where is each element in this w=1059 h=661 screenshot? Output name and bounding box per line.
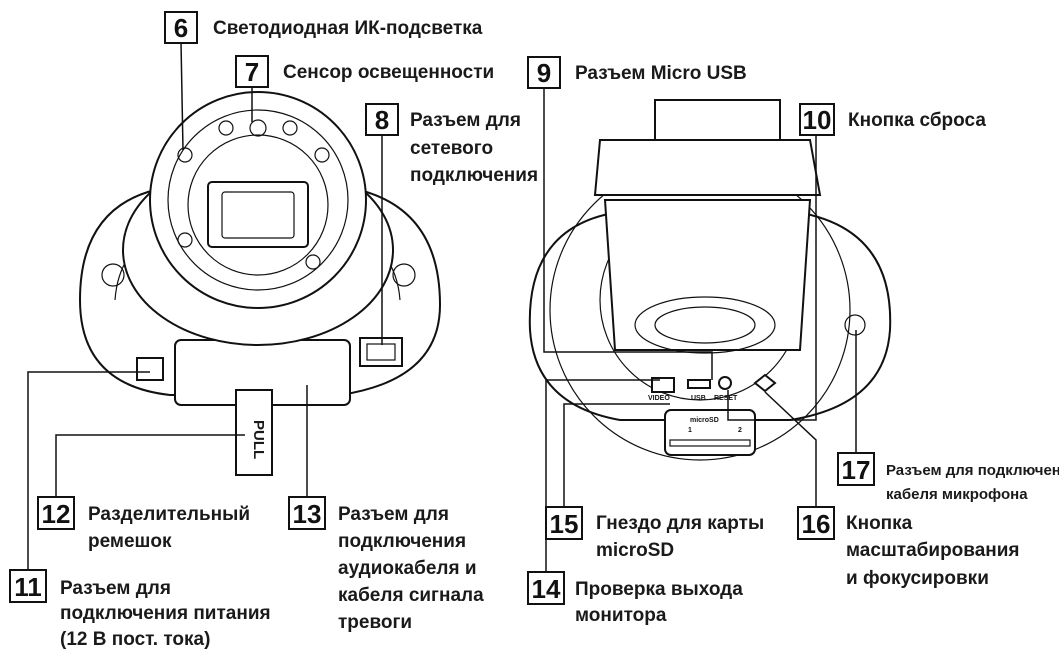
svg-text:11: 11 xyxy=(14,572,42,602)
svg-text:microSD: microSD xyxy=(596,540,674,561)
callout-17: 17 Разъем для подключения кабеля микрофо… xyxy=(837,452,1059,503)
svg-text:монитора: монитора xyxy=(575,605,667,626)
svg-text:17: 17 xyxy=(842,455,871,485)
svg-text:ремешок: ремешок xyxy=(88,531,172,552)
svg-text:Светодиодная ИК-подсветка: Светодиодная ИК-подсветка xyxy=(213,18,483,39)
leader-lines xyxy=(27,41,857,572)
reset-label: RESET xyxy=(714,395,738,402)
callout-12: 12 Разделительный ремешок xyxy=(37,496,250,552)
svg-text:и фокусировки: и фокусировки xyxy=(846,568,989,589)
callout-10: 10 Кнопка сброса xyxy=(799,103,986,136)
callout-6: 6 Светодиодная ИК-подсветка xyxy=(164,11,483,44)
svg-text:кабеля микрофона: кабеля микрофона xyxy=(886,486,1028,503)
pull-label: PULL xyxy=(250,420,267,459)
svg-text:8: 8 xyxy=(375,105,389,135)
callout-14: 14 Проверка выхода монитора xyxy=(527,571,743,626)
svg-text:Разъем для: Разъем для xyxy=(60,578,171,599)
svg-text:15: 15 xyxy=(550,509,579,539)
svg-text:Гнездо для карты: Гнездо для карты xyxy=(596,513,764,534)
microsd-slot[interactable] xyxy=(669,439,751,447)
svg-text:Проверка выхода: Проверка выхода xyxy=(575,579,743,600)
svg-text:подключения: подключения xyxy=(410,165,538,186)
pull-strap[interactable] xyxy=(235,389,273,476)
microsd-label: microSD xyxy=(690,417,719,424)
svg-text:16: 16 xyxy=(802,509,831,539)
svg-text:масштабирования: масштабирования xyxy=(846,540,1020,561)
svg-text:1: 1 xyxy=(688,427,692,434)
camera-open-view: VIDEO USB RESET microSD 1 2 xyxy=(528,99,892,461)
svg-text:подключения: подключения xyxy=(338,531,466,552)
svg-text:Кнопка: Кнопка xyxy=(846,513,913,534)
callout-13: 13 Разъем для подключения аудиокабеля и … xyxy=(288,496,484,633)
svg-text:Сенсор освещенности: Сенсор освещенности xyxy=(283,62,494,83)
svg-text:2: 2 xyxy=(738,427,742,434)
svg-text:сетевого: сетевого xyxy=(410,138,493,159)
svg-text:кабеля сигнала: кабеля сигнала xyxy=(338,585,484,606)
micro-usb-port[interactable] xyxy=(687,379,711,389)
svg-text:9: 9 xyxy=(537,58,551,88)
svg-text:Кнопка сброса: Кнопка сброса xyxy=(848,110,986,131)
svg-text:подключения питания: подключения питания xyxy=(60,603,271,624)
usb-label: USB xyxy=(691,395,706,402)
callout-9: 9 Разъем Micro USB xyxy=(527,56,747,89)
callout-15: 15 Гнездо для карты microSD xyxy=(545,506,764,561)
callout-7: 7 Сенсор освещенности xyxy=(235,55,494,88)
video-label: VIDEO xyxy=(648,395,670,402)
svg-text:Разделительный: Разделительный xyxy=(88,504,250,525)
camera-front-view: PULL xyxy=(78,91,442,476)
svg-text:Разъем Micro USB: Разъем Micro USB xyxy=(575,63,747,84)
callout-8: 8 Разъем для сетевого подключения xyxy=(365,103,538,186)
callout-11: 11 Разъем для подключения питания (12 В … xyxy=(9,569,271,650)
svg-text:аудиокабеля и: аудиокабеля и xyxy=(338,558,477,579)
svg-text:тревоги: тревоги xyxy=(338,612,412,633)
callout-16: 16 Кнопка масштабирования и фокусировки xyxy=(797,506,1020,589)
svg-text:6: 6 xyxy=(174,13,188,43)
svg-text:12: 12 xyxy=(42,499,71,529)
svg-text:10: 10 xyxy=(803,105,832,135)
reset-button[interactable] xyxy=(718,376,732,390)
svg-text:Разъем для: Разъем для xyxy=(338,504,449,525)
svg-text:7: 7 xyxy=(245,57,259,87)
svg-text:Разъем для подключения: Разъем для подключения xyxy=(886,462,1059,479)
svg-text:13: 13 xyxy=(293,499,322,529)
zoom-focus-button[interactable] xyxy=(753,373,777,393)
svg-text:(12 В пост. тока): (12 В пост. тока) xyxy=(60,629,210,650)
svg-text:Разъем для: Разъем для xyxy=(410,110,521,131)
svg-text:14: 14 xyxy=(532,574,561,604)
